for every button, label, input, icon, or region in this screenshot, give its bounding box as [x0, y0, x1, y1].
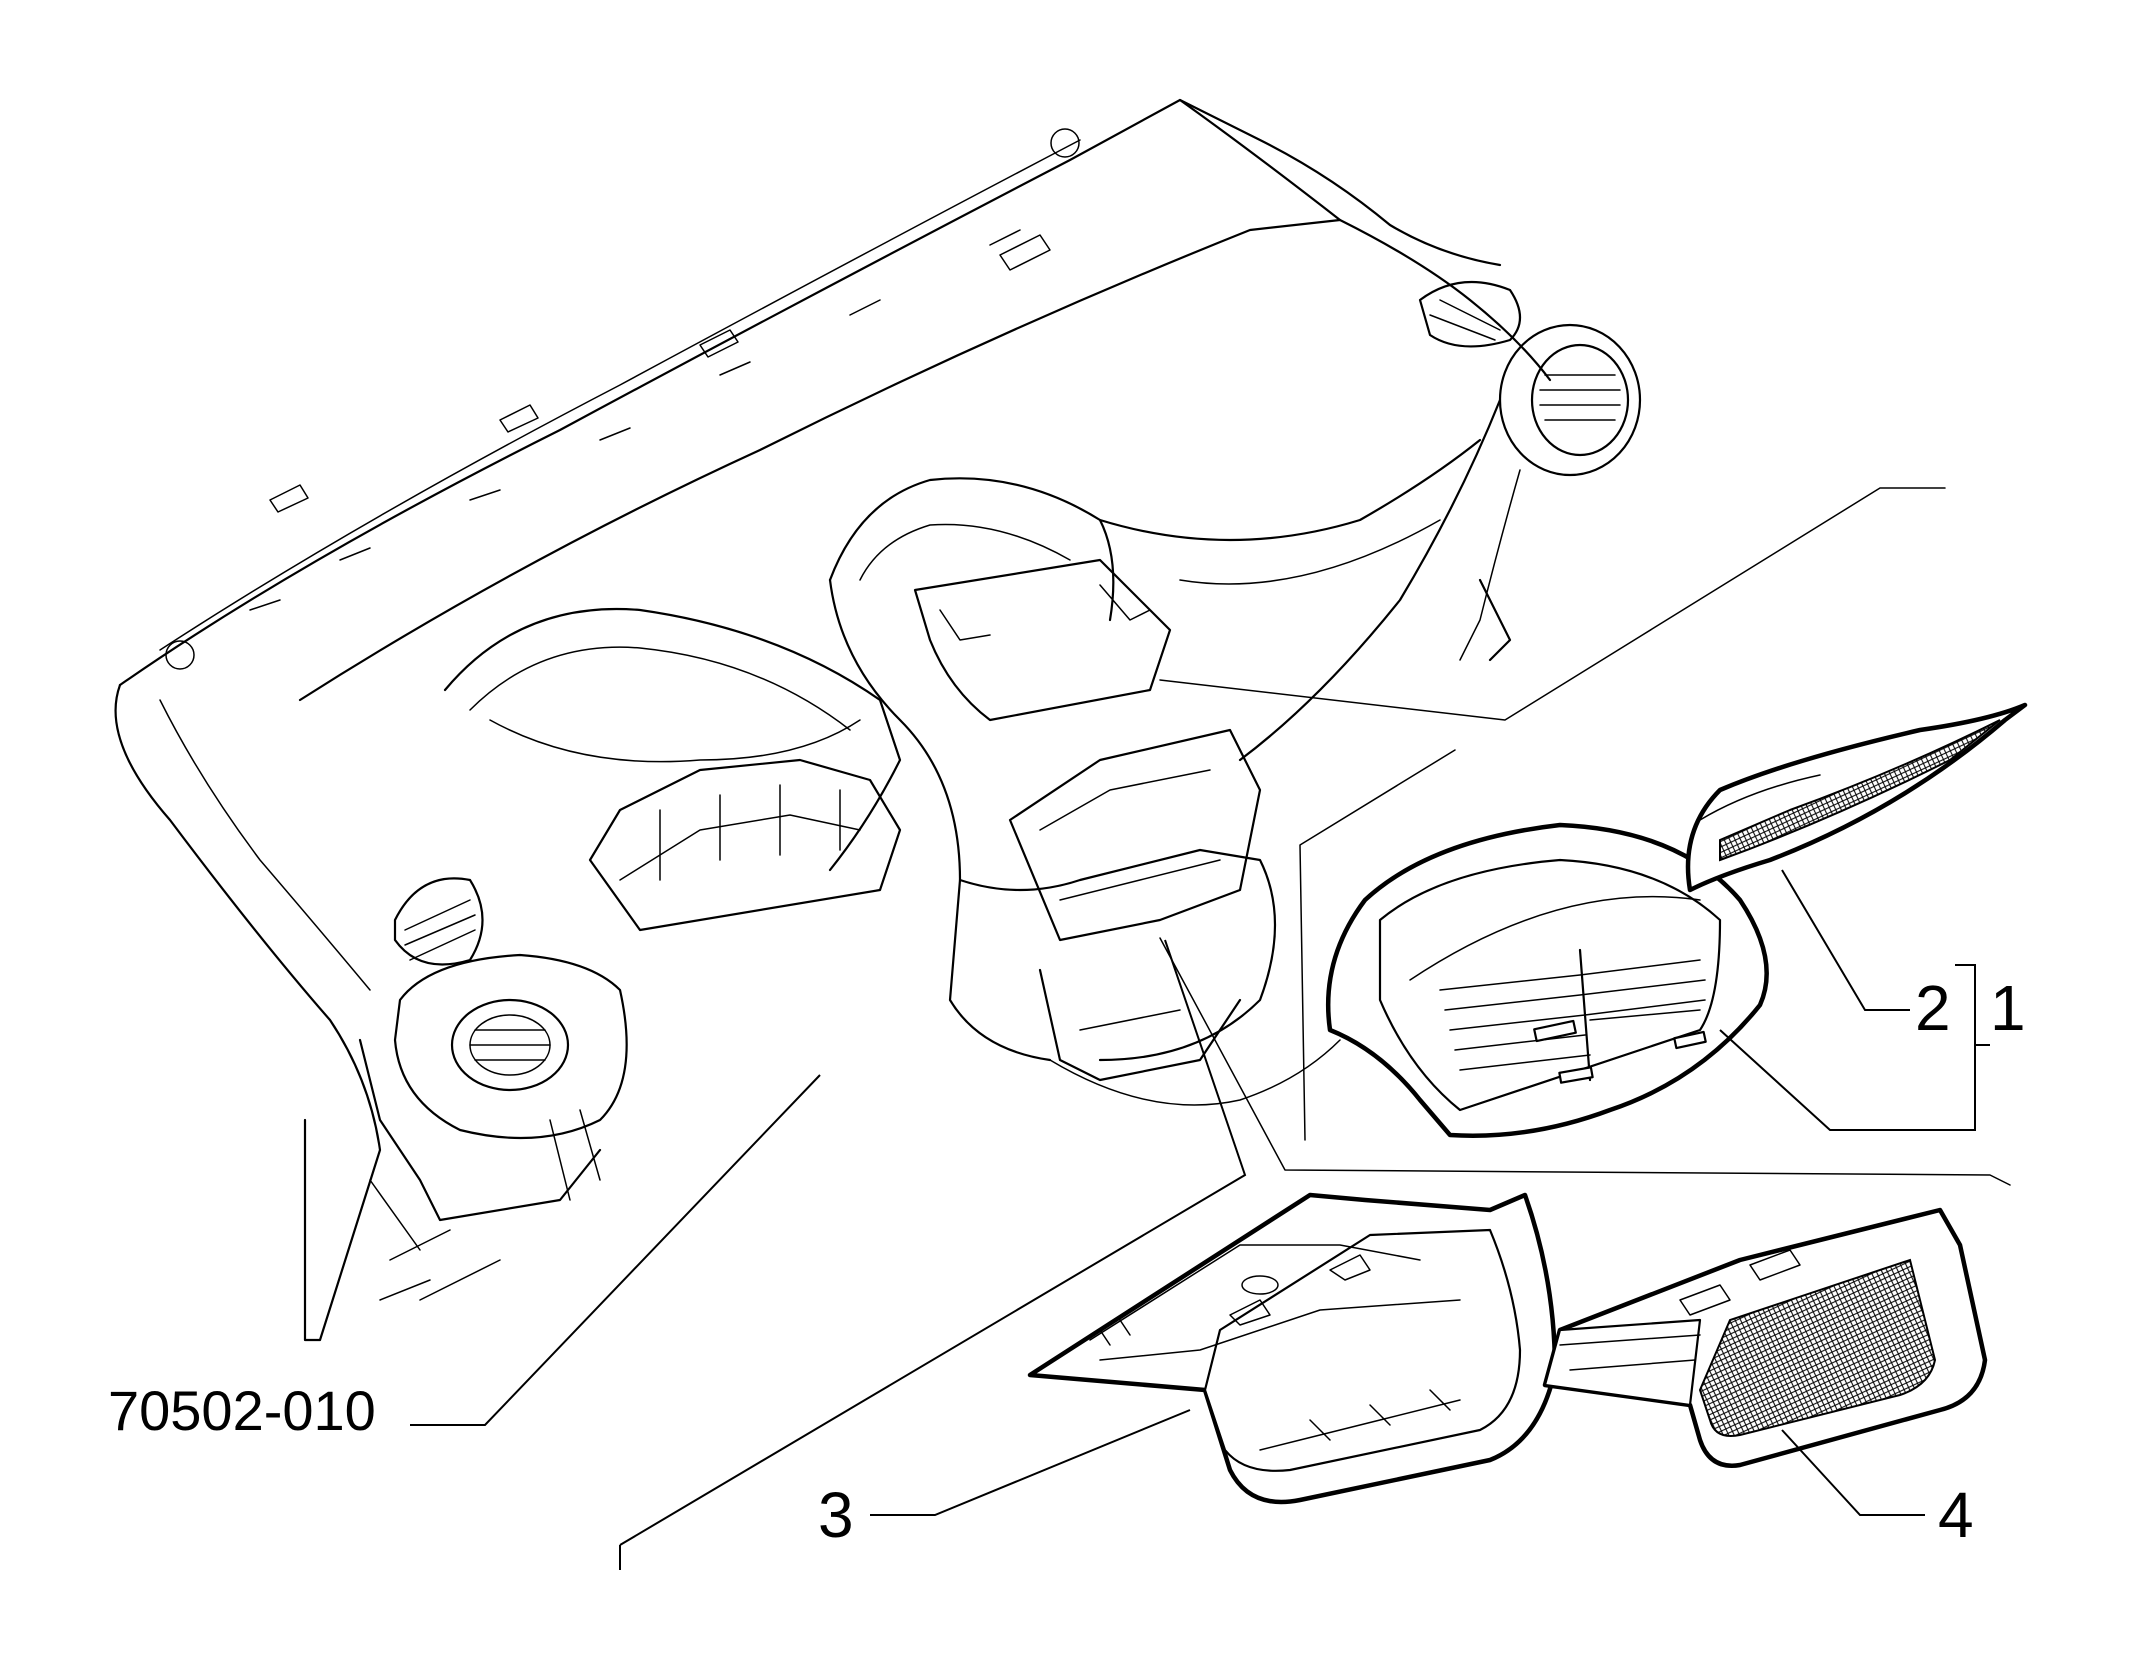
part-cluster-cover	[1685, 702, 2028, 893]
exploded-view-bracket	[1159, 487, 2011, 1186]
leader-4	[1781, 1429, 1925, 1516]
leader-2	[1781, 869, 1910, 1011]
leader-3	[870, 1409, 1191, 1516]
part-speaker-grille	[1542, 1207, 1988, 1468]
dashboard-assembly	[114, 98, 1642, 1342]
leader-tray-origin	[619, 939, 1247, 1570]
callout-2: 2	[1915, 972, 1951, 1044]
ref-code-label: 70502-010	[108, 1379, 376, 1442]
part-lower-tray	[1027, 1192, 1558, 1505]
callout-3: 3	[818, 1479, 854, 1551]
part-center-vent-assembly	[1325, 822, 1769, 1138]
callout-1: 1	[1990, 972, 2026, 1044]
leader-ref-code	[410, 1074, 821, 1426]
leader-lines	[410, 869, 1990, 1570]
callout-4: 4	[1938, 1479, 1974, 1551]
leader-1	[1719, 964, 1976, 1131]
